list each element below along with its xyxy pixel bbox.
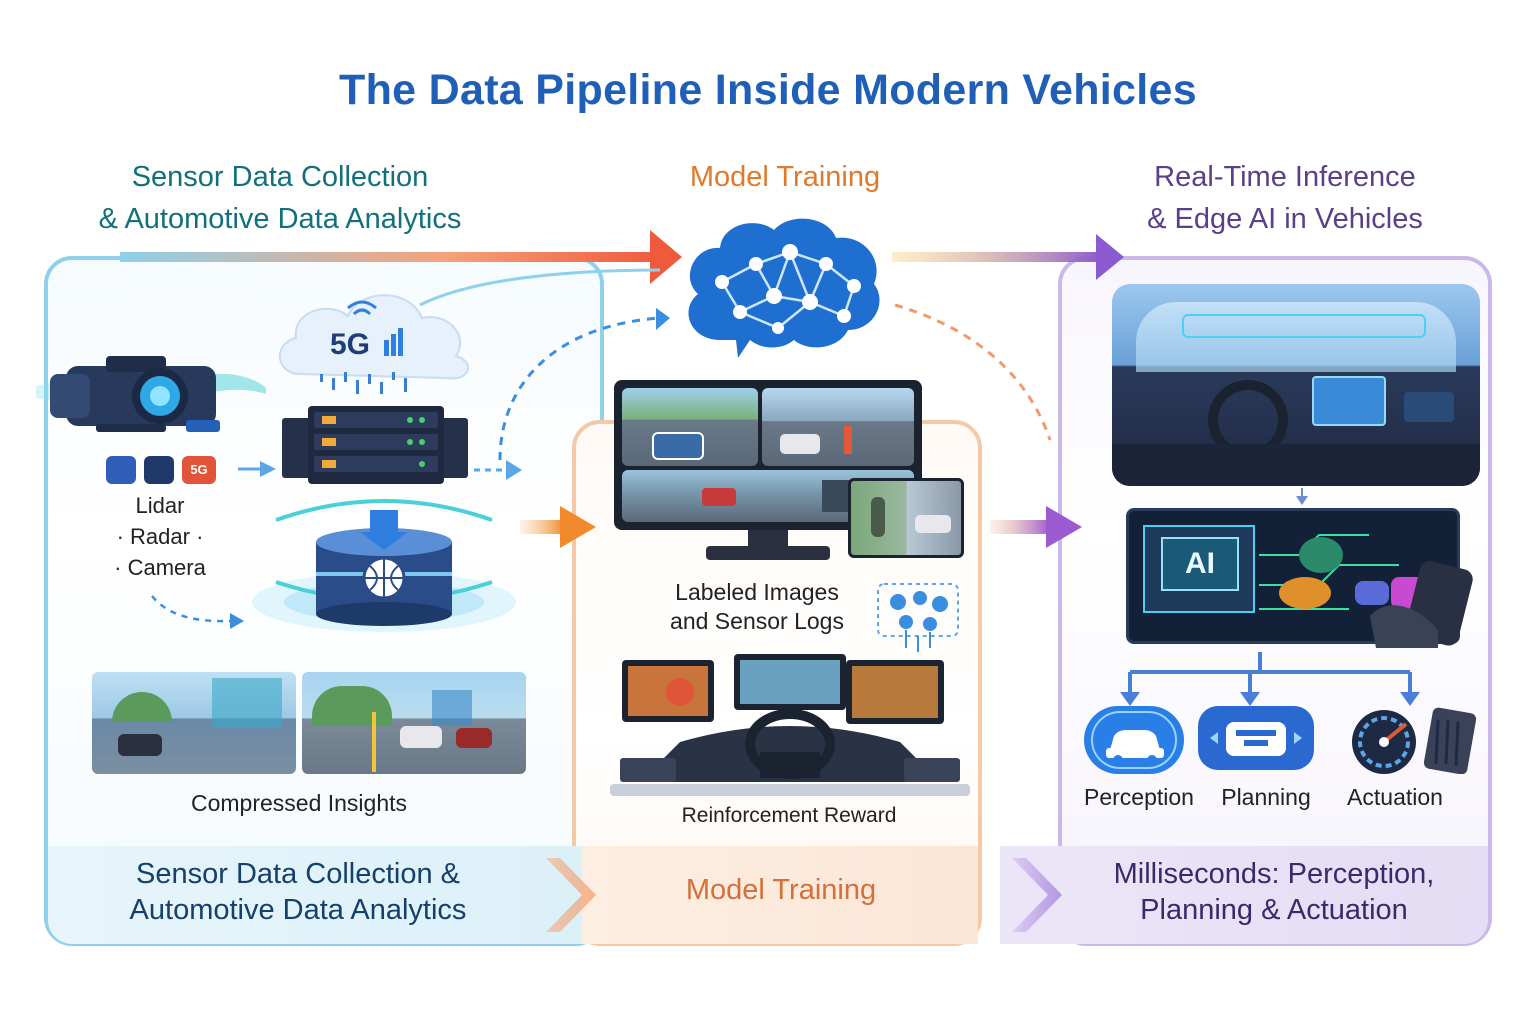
flow-line-top-left [120, 252, 660, 262]
arrow-head-mid-left [560, 506, 596, 548]
insight-image-2 [302, 672, 526, 774]
monitor-scene-1 [622, 388, 758, 466]
camera-badge-icon: 5G [182, 456, 216, 484]
insight-image-1 [92, 672, 296, 774]
lidar-badge-icon [106, 456, 136, 484]
header-edge-inference: Real-Time Inference & Edge AI in Vehicle… [1080, 156, 1490, 240]
sensor-list: Lidar · Radar · · Camera [90, 490, 230, 583]
step-planning: Planning [1221, 784, 1311, 810]
band-left-text: Sensor Data Collection & Automotive Data… [72, 856, 524, 928]
labeled-images-line1: Labeled Images [675, 579, 839, 605]
header-left-line1: Sensor Data Collection [131, 161, 429, 193]
monitor-stand [748, 530, 788, 550]
sensor-camera: · Camera [114, 555, 206, 580]
band-middle [582, 846, 978, 944]
band-right-line1: Milliseconds: Perception, [1113, 858, 1435, 890]
reinforcement-reward-label: Reinforcement Reward [681, 804, 897, 827]
band-left-line1: Sensor Data Collection & [136, 858, 460, 890]
header-right-line2: & Edge AI in Vehicles [1147, 203, 1423, 235]
planning-icon [1198, 706, 1314, 770]
monitor-icon [614, 380, 922, 530]
annotation-nodes-icon [877, 583, 959, 652]
database-globe-icon [252, 499, 516, 632]
monitor-base [706, 546, 830, 560]
server-rack-icon [282, 406, 468, 484]
page-title: The Data Pipeline Inside Modern Vehicles [339, 66, 1197, 114]
band-left-line2: Automotive Data Analytics [129, 894, 467, 926]
band-right-text: Milliseconds: Perception, Planning & Act… [1060, 856, 1488, 928]
sensor-lidar: Lidar [135, 493, 185, 518]
header-left-line2: & Automotive Data Analytics [98, 203, 462, 235]
compressed-insights-label: Compressed Insights [190, 790, 408, 816]
cockpit-icon [610, 654, 970, 796]
labeled-photo-icon [848, 478, 964, 558]
monitor-scene-2 [762, 388, 914, 466]
camera-icon [36, 356, 266, 432]
brain-network-icon [688, 218, 880, 358]
sensor-radar: · Radar · [116, 524, 204, 549]
band-left [48, 846, 582, 944]
band-middle-text: Model Training [685, 874, 877, 906]
labeled-images-caption: Labeled Images and Sensor Logs [626, 578, 888, 636]
header-sensor-collection: Sensor Data Collection & Automotive Data… [40, 156, 520, 240]
car-dashboard-image [1112, 284, 1480, 486]
sensor-badges: 5G [106, 456, 216, 484]
flow-line-top-right [892, 252, 1102, 262]
labeled-images-line2: and Sensor Logs [670, 608, 844, 634]
data-stream-icon [320, 372, 407, 394]
header-model-training: Model Training [689, 161, 881, 193]
hand-controller-icon [1370, 561, 1473, 648]
ai-chip-label: AI [1161, 537, 1239, 591]
header-right-line1: Real-Time Inference [1154, 161, 1416, 193]
band-right-line2: Planning & Actuation [1140, 894, 1408, 926]
car-icon [1084, 706, 1184, 774]
radar-badge-icon [144, 456, 174, 484]
cloud-5g-label: 5G [330, 328, 370, 361]
arrow-head-top-right [1096, 234, 1124, 280]
gauge-icon [1352, 707, 1477, 774]
step-actuation: Actuation [1347, 784, 1443, 810]
step-perception: Perception [1084, 784, 1194, 810]
cloud-5g-icon: 5G [278, 294, 469, 380]
ai-chip-icon: AI [1143, 525, 1255, 613]
arrow-head-mid-right [1046, 506, 1082, 548]
band-right [1000, 846, 1488, 944]
